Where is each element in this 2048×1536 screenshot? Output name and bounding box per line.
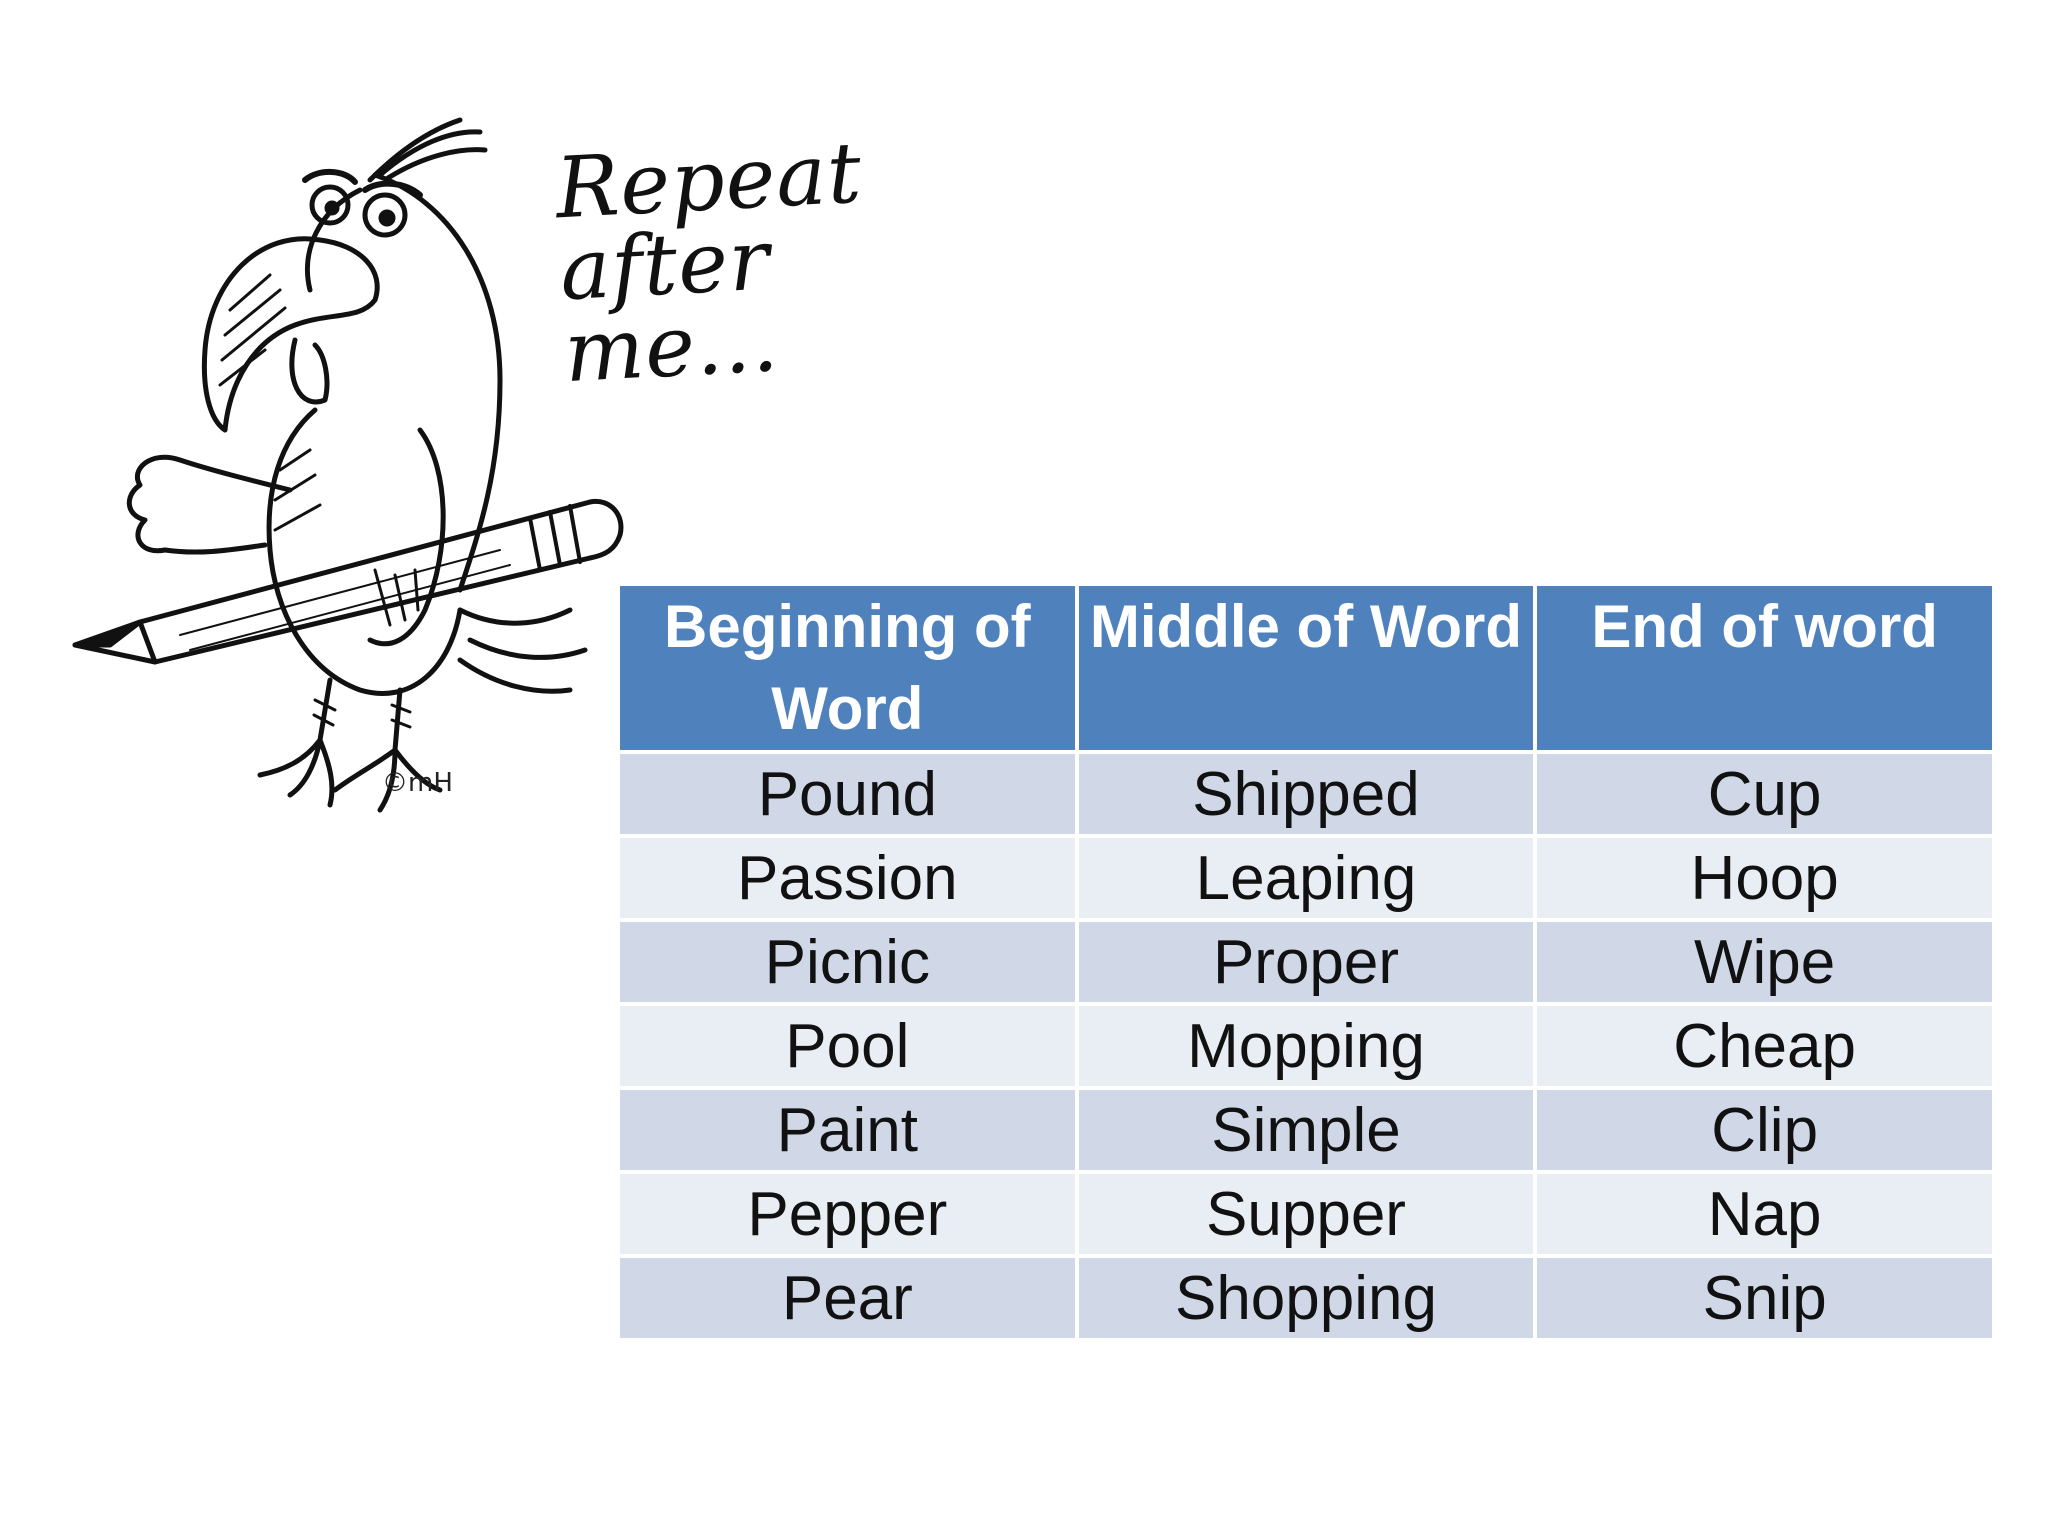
table-cell: Shopping <box>1078 1258 1534 1338</box>
table-cell: Snip <box>1537 1258 1992 1338</box>
table-cell: Picnic <box>620 922 1075 1002</box>
table-cell: Paint <box>620 1090 1075 1170</box>
table-cell: Pear <box>620 1258 1075 1338</box>
artist-signature: ©mH <box>382 768 453 798</box>
table-cell: Proper <box>1078 922 1534 1002</box>
table-row: Pound Shipped Cup <box>620 754 1992 834</box>
word-position-table: Beginning of Word Middle of Word End of … <box>616 582 1996 1342</box>
table-cell: Shipped <box>1078 754 1534 834</box>
table-row: Passion Leaping Hoop <box>620 838 1992 918</box>
table-cell: Pound <box>620 754 1075 834</box>
table-cell: Passion <box>620 838 1075 918</box>
table-cell: Cheap <box>1537 1006 1992 1086</box>
table-row: Pear Shopping Snip <box>620 1258 1992 1338</box>
table-cell: Wipe <box>1537 922 1992 1002</box>
table-cell: Leaping <box>1078 838 1534 918</box>
table-cell: Hoop <box>1537 838 1992 918</box>
table-cell: Pepper <box>620 1174 1075 1254</box>
table-cell: Simple <box>1078 1090 1534 1170</box>
header-beginning-of-word: Beginning of Word <box>620 586 1075 750</box>
table-row: Pepper Supper Nap <box>620 1174 1992 1254</box>
table-header-row: Beginning of Word Middle of Word End of … <box>620 586 1992 750</box>
table-cell: Cup <box>1537 754 1992 834</box>
header-end-of-word: End of word <box>1537 586 1992 750</box>
table-cell: Mopping <box>1078 1006 1534 1086</box>
table-row: Paint Simple Clip <box>620 1090 1992 1170</box>
parrot-illustration <box>30 50 830 850</box>
header-middle-of-word: Middle of Word <box>1078 586 1534 750</box>
table-cell: Clip <box>1537 1090 1992 1170</box>
speech-text: Repeat after me... <box>553 123 864 402</box>
table-cell: Supper <box>1078 1174 1534 1254</box>
table-cell: Nap <box>1537 1174 1992 1254</box>
speech-line-3: me... <box>561 292 782 402</box>
table-row: Pool Mopping Cheap <box>620 1006 1992 1086</box>
table-cell: Pool <box>620 1006 1075 1086</box>
table-row: Picnic Proper Wipe <box>620 922 1992 1002</box>
